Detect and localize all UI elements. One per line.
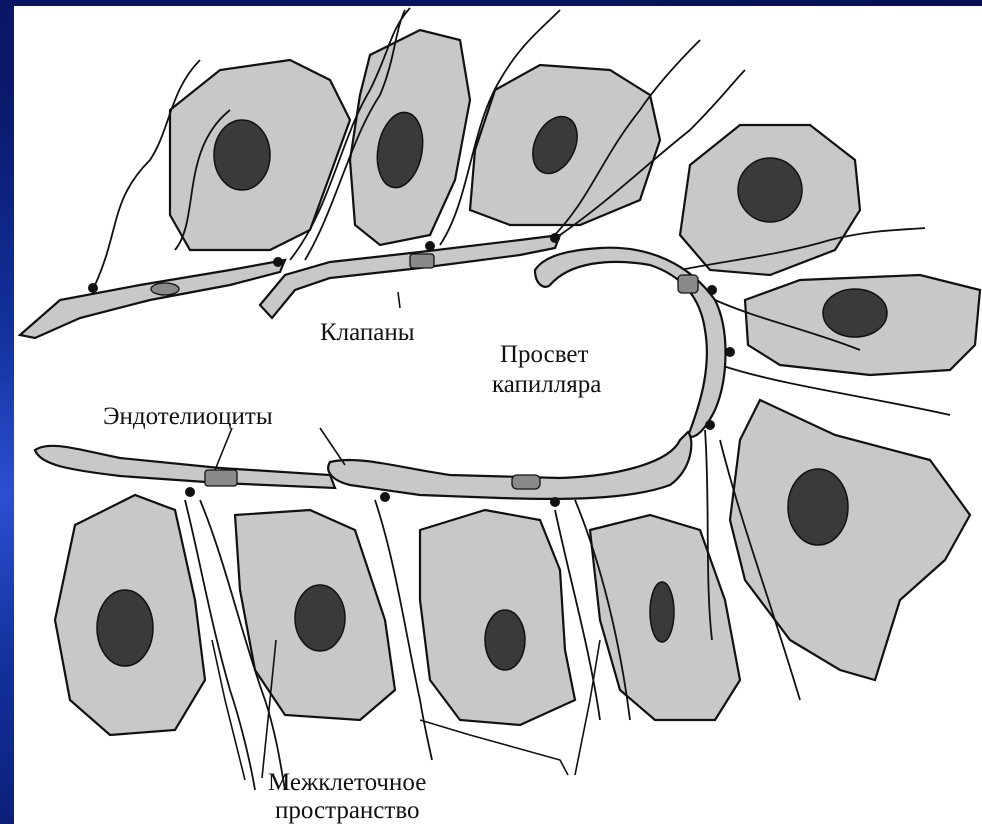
label-lumen-line2: капилляра [492,371,601,398]
lower-tissue-cells [55,400,970,735]
cell-junction [550,233,560,243]
endothelial-cell [260,235,560,318]
cell-nucleus [214,120,270,190]
endothelial-nucleus [678,275,698,293]
cell-nucleus [295,585,345,651]
cell-junction [705,420,715,430]
endothelial-cell [20,260,285,338]
endothelial-nucleus [205,470,237,486]
endothelial-cell [328,432,691,499]
cell-junction [88,283,98,293]
label-interstitial-line1: Межклеточное [268,769,426,796]
cell-nucleus [788,469,848,545]
tissue-cell [730,400,970,680]
cell-junction [380,492,390,502]
endothelial-nucleus [151,283,179,295]
cell-junction [725,347,735,357]
cell-nucleus [823,289,887,337]
capillary-wall [20,233,735,507]
endothelial-cell [35,446,335,488]
label-valves: Клапаны [320,319,415,346]
cell-nucleus [738,158,802,222]
cell-junction [707,285,717,295]
cell-junction [185,487,195,497]
cell-junction [273,257,283,267]
upper-tissue-cells [170,30,980,375]
endothelial-nucleus [410,254,434,268]
cell-nucleus [650,582,674,642]
cell-junction [425,241,435,251]
label-endothelium: Эндотелиоциты [103,403,273,430]
endothelial-nucleus [512,475,540,489]
label-interstitial-line2: пространство [275,797,419,824]
label-lumen-line1: Просвет [500,341,589,368]
cell-nucleus [97,590,153,666]
cell-junction [550,497,560,507]
cell-nucleus [485,610,525,670]
